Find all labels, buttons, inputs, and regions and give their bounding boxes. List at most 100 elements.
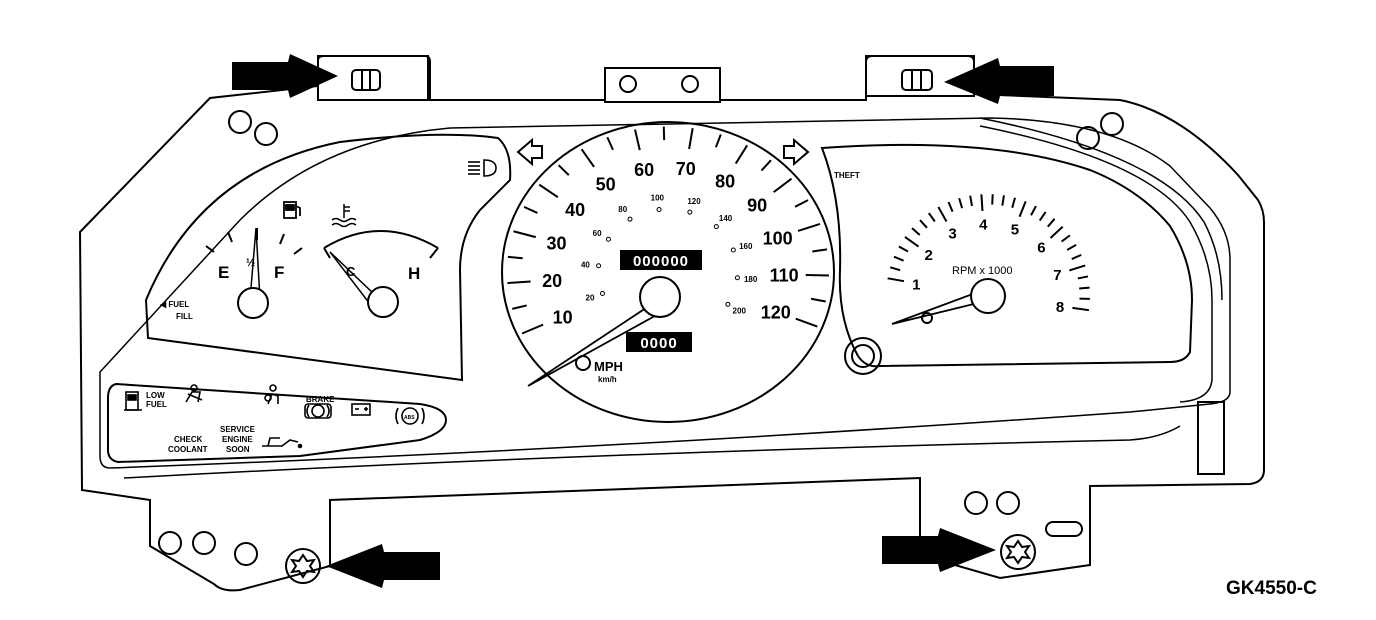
tachometer-tick [1077, 275, 1089, 280]
right-gauge-pod [820, 143, 1194, 368]
speedometer-mph-label: 20 [542, 271, 562, 291]
odometer-window [620, 250, 702, 270]
mount-hole [192, 531, 216, 555]
tachometer-tick [1047, 218, 1056, 228]
fuel-gauge: E ½ F ◀ FUEL FILL [159, 227, 303, 321]
torx-star-icon [1004, 539, 1032, 565]
bracket-slot [1045, 521, 1083, 537]
tachometer-tick [911, 227, 921, 236]
mount-hole [254, 122, 278, 146]
speedometer-tick [513, 230, 536, 239]
tachometer-label: 1 [912, 276, 920, 293]
speedometer-tick [810, 297, 826, 303]
figure-code-label: GK4550-C [1226, 578, 1317, 599]
tachometer-needle-hub [970, 278, 1006, 314]
speedometer-pivot-icon [575, 355, 591, 371]
tachometer-ticks [887, 194, 1090, 312]
low-fuel-label-1: LOW [146, 391, 165, 400]
speedometer-mph-label: 40 [565, 200, 585, 220]
warning-lights: LOW FUEL BRAKE ABS CHECK COOLANT SERVICE… [124, 384, 425, 454]
speedometer-tick [523, 205, 538, 214]
speedometer-kmh-label: 200 [733, 306, 747, 315]
warning-lights-panel [107, 382, 448, 464]
speedometer-kmh-dot [627, 216, 633, 222]
speedometer-kmh-dot [605, 236, 611, 242]
mount-hole [1100, 112, 1124, 136]
speedometer-mph-label: 100 [763, 228, 793, 248]
speedometer-tick [797, 223, 821, 232]
bottom-left-screw-head [285, 548, 321, 584]
speedometer-tick [688, 128, 694, 150]
speedometer-tick [760, 159, 772, 172]
right-bezel-sweep [979, 125, 1213, 403]
arrow-pointer-icon [882, 528, 996, 572]
tachometer-tick [893, 255, 904, 262]
speedometer-bezel [501, 121, 835, 423]
speedometer-kmh-label: 160 [739, 242, 753, 251]
turn-signal-right-icon [783, 137, 810, 167]
tachometer-tick [887, 277, 905, 283]
speedometer-mph-label: 70 [676, 159, 696, 179]
brake-warning-icon [304, 403, 332, 419]
tachometer-needle [891, 290, 984, 325]
check-coolant-label-1: CHECK [174, 435, 203, 444]
tachometer-tick [969, 195, 973, 207]
tachometer-tick [1030, 205, 1037, 216]
speedometer-kmh-dot [687, 209, 693, 215]
tachometer-tick [937, 206, 948, 223]
speedometer-mph-label: 120 [761, 302, 791, 322]
mount-hole [996, 491, 1020, 515]
tachometer-tick [1018, 200, 1027, 218]
turn-signal-left-icon [516, 137, 543, 167]
oil-can-icon [262, 437, 303, 449]
battery-icon [351, 403, 371, 416]
speedometer-mph-label: 110 [770, 265, 799, 285]
tachometer-label: 2 [925, 247, 933, 264]
speedometer-kmh-dot [734, 275, 740, 281]
right-bezel-sweep-2 [979, 117, 1223, 301]
speedometer-tick [507, 280, 531, 285]
speedometer-tick [634, 129, 641, 151]
speedometer-kmh-dot [713, 224, 719, 230]
tachometer-label: 4 [979, 216, 988, 233]
lower-bezel-sweep [123, 425, 1181, 479]
speedometer-mph-label: 80 [715, 172, 735, 192]
tachometer-tick [1038, 211, 1047, 222]
speedometer-tick [606, 136, 614, 151]
speedometer-kmh-label: 120 [687, 197, 701, 206]
trip-reset-knob-inner [851, 344, 875, 368]
fuel-empty-label: E [218, 263, 229, 282]
tachometer-pivot-icon [921, 312, 933, 324]
service-engine-label-3: SOON [226, 445, 250, 454]
low-fuel-label-2: FUEL [146, 400, 167, 409]
bottom-right-screw-head [1000, 534, 1036, 570]
speedometer-kmh-dot [656, 207, 662, 213]
low-fuel-icon [124, 391, 142, 411]
speedometer-tick [773, 177, 793, 193]
tachometer-tick [1060, 234, 1071, 243]
speedometer-kmh-label: 40 [581, 261, 590, 270]
tachometer-tick [958, 197, 964, 209]
speedometer-kmh-label: 20 [586, 294, 595, 303]
fuel-half-label: ½ [246, 257, 255, 269]
speedometer-kmh-dot [596, 263, 602, 269]
trip-reset-knob [844, 337, 882, 375]
high-beam-icon [468, 159, 497, 177]
speedometer-kmh-dot [599, 291, 605, 297]
speedometer-mph-label: 60 [634, 160, 654, 180]
mount-hole [158, 531, 182, 555]
speedometer-mph-unit: MPH [594, 359, 623, 374]
fuel-needle-hub [237, 287, 269, 319]
speedometer-kmh-label: 80 [618, 205, 627, 214]
torx-star-icon [289, 553, 317, 579]
speedometer-tick [812, 248, 828, 253]
arrow-pointer-icon [232, 54, 338, 98]
theft-indicator-label: THEFT [834, 171, 860, 180]
seatbelt-icon [185, 384, 203, 403]
tachometer-tick [889, 266, 901, 272]
